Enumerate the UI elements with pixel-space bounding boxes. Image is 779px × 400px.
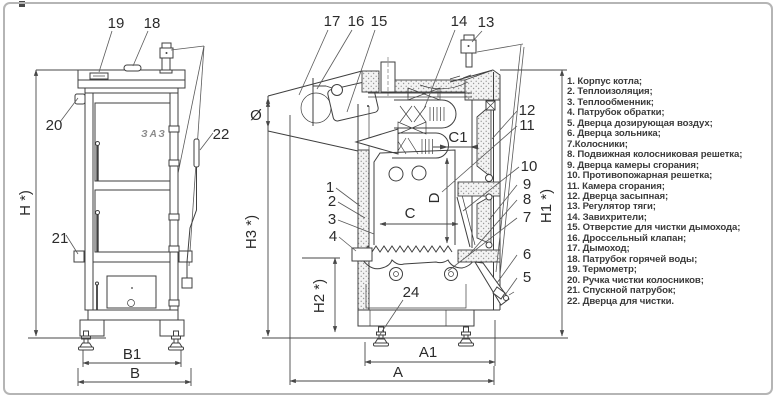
callout-leaders: [59, 29, 520, 337]
water-level-curve: [419, 81, 469, 90]
legend-item: 13. Регулятор тяги;: [567, 201, 656, 213]
throttle-damper: [312, 78, 343, 126]
corner-mark: [19, 1, 25, 7]
callout-12: 12: [519, 102, 536, 119]
brand-logo: ЗАЗ: [141, 129, 167, 140]
fire-door: [471, 193, 493, 249]
callout-17: 17: [324, 13, 341, 30]
boiler-side-section: [267, 34, 525, 347]
dim-label-diameter: Ø: [250, 107, 262, 124]
callout-6: 6: [523, 246, 531, 263]
legend-item: 21. Спускной патрубок;: [567, 285, 676, 297]
legend-item: 6. Дверца зольника;: [567, 128, 661, 140]
air-dosing-door: [492, 286, 506, 300]
legend-item: 1. Корпус котла;: [567, 76, 643, 87]
callout-20: 20: [46, 117, 63, 134]
flue-opening: [300, 92, 332, 124]
adjustable-foot: [458, 326, 474, 347]
dim-label-a1: A1: [419, 344, 437, 361]
callout-18: 18: [144, 15, 161, 32]
legend-item: 9. Дверца камеры сгорания;: [567, 159, 699, 171]
legend-item: 10. Противопожарная решетка;: [567, 170, 713, 182]
regulator-chain: [495, 44, 522, 273]
callout-19: 19: [108, 15, 125, 32]
legend-item: 14. Завихрители;: [567, 211, 647, 223]
legend-item: 15. Отверстие для чистки дымохода;: [567, 222, 741, 234]
upper-door: [94, 102, 171, 182]
ash-pan: [365, 284, 467, 309]
legend-item: 20. Ручка чистки колосников;: [567, 274, 704, 286]
callout-5: 5: [523, 269, 531, 286]
loading-door: [471, 100, 496, 182]
draft-regulator: [460, 34, 525, 276]
dim-label-h1: H1 *): [538, 189, 555, 223]
ash-door-open: [474, 261, 515, 306]
callout-15: 15: [371, 13, 388, 30]
callout-4: 4: [329, 228, 337, 245]
callout-7: 7: [523, 209, 531, 226]
dim-label-h: H *): [17, 190, 34, 216]
legend-panel: 1. Корпус котла; 2. Теплоизоляция; 3. Те…: [567, 76, 775, 307]
legend-item: 18. Патрубок горячей воды;: [567, 253, 698, 265]
dim-label-c: C: [405, 205, 416, 222]
callout-8: 8: [523, 191, 531, 208]
door-hinges: [168, 125, 180, 307]
dim-label-b1: B1: [123, 346, 141, 363]
callout-21: 21: [52, 230, 69, 247]
legend-item: 11. Камера сгорания;: [567, 180, 665, 192]
legend-item: 2. Теплоизоляция;: [567, 86, 653, 98]
boiler-front-view: ЗАЗ: [73, 42, 205, 351]
callout-numbers: 19 18 20 21 22 17 16 15 14 13 1 2 3 4 12…: [46, 13, 538, 301]
middle-door: [94, 189, 171, 253]
callout-11: 11: [519, 117, 535, 134]
legend-item: 4. Патрубок обратки;: [567, 107, 665, 119]
callout-1: 1: [326, 179, 334, 196]
hot-water-port: [123, 64, 142, 72]
legend-item: 19. Термометр;: [567, 264, 637, 276]
legend-item: 3. Теплообменник;: [567, 96, 654, 108]
dim-label-b: B: [130, 365, 140, 382]
callout-9: 9: [523, 176, 531, 193]
dim-label-h3: H3 *): [243, 215, 260, 249]
callout-14: 14: [451, 13, 468, 30]
legend-item: 5. Дверца дозирующая воздух;: [567, 117, 713, 129]
movable-grate: [359, 255, 477, 281]
callout-13: 13: [478, 14, 495, 31]
drain-tap: [73, 250, 85, 263]
legend-item: 7.Колосники;: [567, 138, 628, 150]
cleaning-rod: [181, 138, 200, 289]
legend-item: 16. Дроссельный клапан;: [567, 232, 687, 244]
combustion-chamber: [373, 149, 456, 245]
dim-label-a: A: [393, 364, 403, 381]
grate-bars: [363, 245, 453, 253]
legend-item: 17. Дымоход;: [567, 243, 630, 255]
rod-bracket: [178, 250, 193, 263]
legend-item: 12. Дверца засыпная;: [567, 190, 669, 202]
legend-item: 8. Подвижная колосниковая решетка;: [567, 149, 743, 161]
return-pipe: [351, 247, 373, 262]
grate-handle-knob: [74, 93, 86, 105]
adjustable-foot: [373, 326, 389, 347]
dim-label-c1: C1: [448, 129, 467, 146]
callout-24: 24: [403, 284, 420, 301]
ash-door: [106, 275, 157, 309]
legend-item: 22. Дверца для чистки.: [567, 295, 674, 307]
dim-label-d: D: [426, 192, 443, 203]
callout-10: 10: [521, 158, 538, 175]
callout-3: 3: [328, 211, 336, 228]
regulator-chain: [499, 46, 525, 276]
callout-2: 2: [328, 193, 336, 210]
dimension-lines: H *) B1 B Ø H3 *) H2 *) H1 *) A1 A C C1: [17, 69, 568, 386]
callout-22: 22: [213, 126, 230, 143]
callout-16: 16: [348, 13, 365, 30]
dim-label-h2: H2 *): [311, 279, 328, 313]
